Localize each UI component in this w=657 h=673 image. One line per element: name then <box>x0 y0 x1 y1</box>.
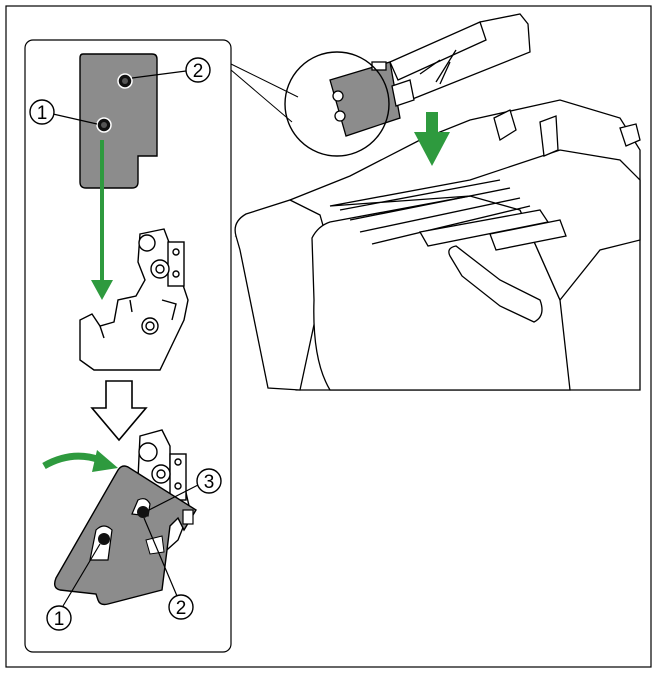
callout-1-top-label: 1 <box>37 103 48 124</box>
curved-rotate-arrow-icon <box>42 450 118 472</box>
callout-2-bottom: 2 <box>143 517 194 620</box>
insert-arrow-icon <box>414 112 450 166</box>
pin-2-bottom <box>137 506 149 518</box>
zoom-line-top <box>230 63 299 98</box>
callout-2-bottom-label: 2 <box>176 598 187 619</box>
callout-1-bottom: 1 <box>46 543 101 631</box>
bracket-step-1 <box>79 228 189 371</box>
hollow-down-arrow-icon <box>90 380 148 442</box>
magnifier-circle <box>284 51 390 157</box>
callout-1-top: 1 <box>29 99 98 125</box>
roller-module <box>329 13 531 137</box>
callout-3: 3 <box>148 468 222 511</box>
callout-2-top: 2 <box>131 57 211 83</box>
callout-1-bottom-label: 1 <box>54 609 65 630</box>
callout-2-top-label: 2 <box>193 61 204 82</box>
scanner-body <box>234 99 641 391</box>
pin-1-bottom <box>98 533 110 545</box>
down-arrow-icon <box>91 140 113 300</box>
side-plate-top <box>79 53 158 189</box>
callout-3-label: 3 <box>204 472 215 493</box>
zoom-line-bottom <box>230 69 293 123</box>
outer-frame <box>5 5 652 668</box>
